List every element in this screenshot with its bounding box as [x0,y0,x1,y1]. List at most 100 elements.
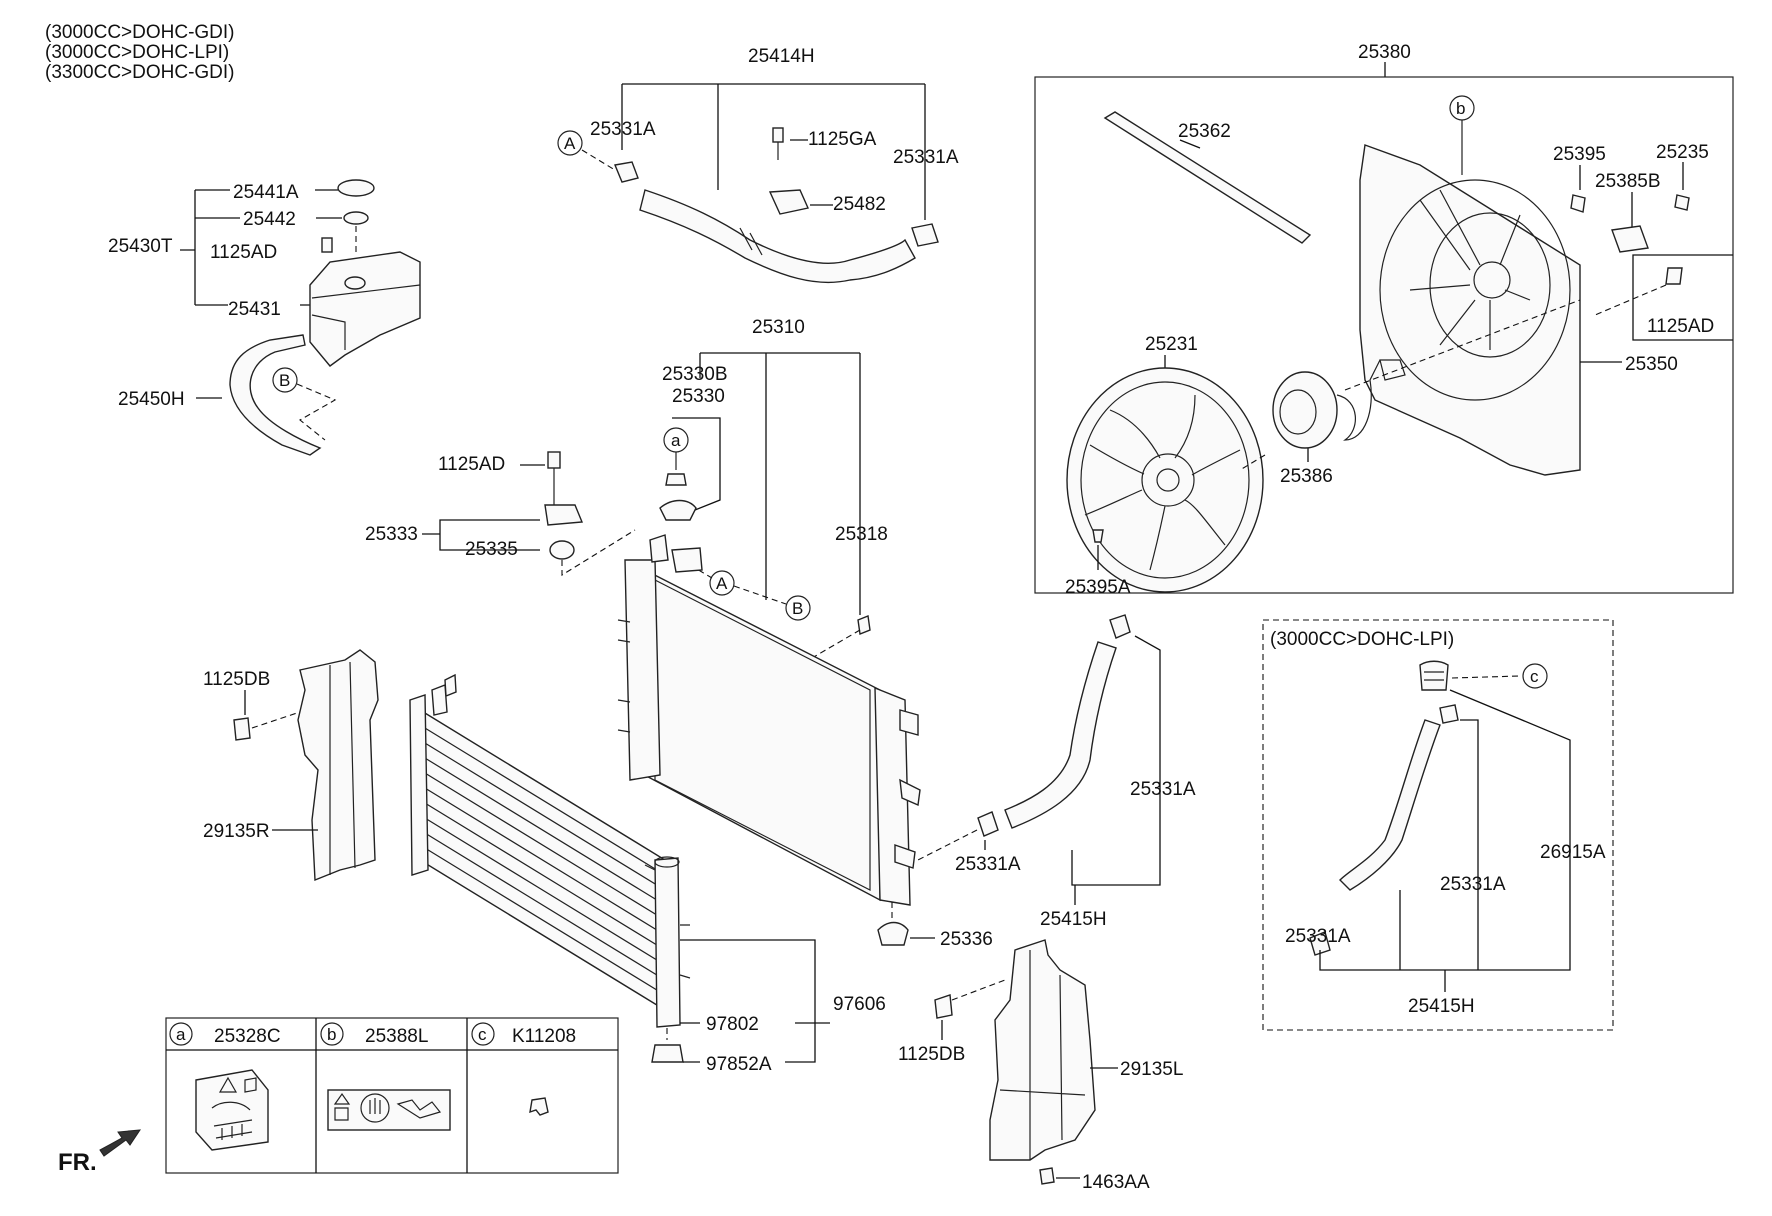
radiator-group: 25310 25330B 25330 a 1125AD 25333 25335 … [365,317,921,906]
legend-table: a 25328C b 25388L c K11208 [165,1017,619,1174]
callout-A-radiator [709,570,735,596]
clamp-lower-bottom [977,811,999,837]
mount-25335 [549,540,575,560]
legend-key-b: b [327,1025,336,1044]
cap-97852A [651,1044,684,1063]
label-97802: 97802 [706,1014,759,1035]
label-25331A-upper-right: 25331A [893,147,959,168]
reservoir-group: 25441A 25442 25430T 1125AD 25431 25450H … [108,179,421,456]
bolt-1125AD-radiator [547,451,561,469]
condenser-left-tank [409,694,429,876]
lpi-box-group: (3000CC>DOHC-LPI) c 26915A 25331A 25331A… [1262,619,1614,1031]
label-25395: 25395 [1553,144,1606,165]
label-25414H: 25414H [748,46,815,67]
callout-c-lpi-text: c [1530,667,1539,686]
bolt-1125GA [772,127,784,143]
lpi-dashed-box [1262,619,1614,1031]
fan-25231 [1066,367,1264,593]
callout-B-reservoir-text: B [279,371,290,390]
callout-B-radiator [785,595,811,621]
fr-label: FR. [58,1149,97,1176]
engine-notes: (3000CC>DOHC-GDI) (3000CC>DOHC-LPI) (330… [45,22,235,83]
bracket-25333 [544,504,584,526]
legend-part-b: 25388L [365,1026,428,1047]
radiator-left-tank [624,559,661,781]
fr-arrow-icon [99,1129,141,1157]
label-25415H-lpi: 25415H [1408,996,1475,1017]
callout-A-upper-text: A [564,134,576,153]
callout-A-radiator-text: A [716,574,728,593]
screw-25395A [1092,529,1104,543]
fan-box [1034,76,1734,594]
engine-note-3: (3300CC>DOHC-GDI) [45,62,235,83]
label-25231: 25231 [1145,334,1198,355]
label-25380: 25380 [1358,42,1411,63]
clamp-lpi-top [1439,704,1459,724]
label-25362: 25362 [1178,121,1231,142]
screw-25395 [1570,194,1586,213]
label-25310: 25310 [752,317,805,338]
clamp-lpi-bottom [1309,931,1331,956]
bolt-1125AD-reservoir [321,237,333,253]
label-25386: 25386 [1280,466,1333,487]
label-25331A-lower-bottom: 25331A [955,854,1021,875]
label-97852A: 97852A [706,1054,772,1075]
callout-b-shroud-text: b [1456,99,1465,118]
bolt-1125AD-shroud [1665,267,1683,285]
reservoir-tank [309,251,421,367]
label-25336: 25336 [940,929,993,950]
label-25450H: 25450H [118,389,185,410]
radiator-cap-25330 [659,499,697,521]
lpi-title: (3000CC>DOHC-LPI) [1270,629,1454,650]
label-1125DB-right: 1125DB [898,1044,965,1065]
label-25331A-lower-top: 25331A [1130,779,1196,800]
lpi-hose [1339,719,1441,891]
clamp-left [614,161,639,183]
upper-hose-group: 25414H 25331A A 1125GA 25482 25331A [557,46,959,284]
legend-part-a: 25328C [214,1026,281,1047]
fan-shroud-group: 25380 25362 b 25395 25235 25385B 1125AD … [1034,42,1734,598]
gasket-25442 [343,211,369,225]
sticker-a-icon [195,1069,269,1151]
adapter-26915A [1419,660,1449,691]
mount-25336 [877,921,909,946]
label-25331A-lpi-bottom: 25331A [1285,926,1351,947]
bracket-25482 [768,189,809,215]
label-29135L: 29135L [1120,1059,1183,1080]
label-25441A: 25441A [233,182,299,203]
cap-25441A [337,179,375,197]
label-25330: 25330 [672,386,725,407]
callout-B-radiator-text: B [792,599,803,618]
air-guard-left-group: 1125DB 29135L 1463AA [898,939,1183,1193]
label-25331A-upper-left: 25331A [590,119,656,140]
condenser-group: 97606 97802 97852A [409,673,886,1075]
air-guard-29135L [989,939,1096,1161]
screw-25235 [1674,194,1690,211]
upper-hose [639,189,916,284]
label-25333: 25333 [365,524,418,545]
radiator-core [634,563,881,902]
callout-A-upper [557,130,583,156]
label-25331A-lpi-top: 25331A [1440,874,1506,895]
lower-hose-group: 25331A 25331A 25415H 25336 [877,614,1196,950]
label-1125GA: 1125GA [808,129,877,150]
lower-hose [1004,641,1117,829]
label-25235: 25235 [1656,142,1709,163]
engine-note-1: (3000CC>DOHC-GDI) [45,22,235,43]
clip-c-icon [529,1097,549,1116]
receiver-dryer-97802 [654,857,681,1028]
legend-part-c: K11208 [512,1026,576,1047]
engine-note-2: (3000CC>DOHC-LPI) [45,42,229,63]
sticker-b-icon [327,1089,451,1131]
shroud-25350 [1359,144,1581,476]
screw-1463AA [1039,1167,1055,1185]
callout-B-reservoir [272,367,298,393]
drain-plug-25318 [857,615,871,635]
label-25350: 25350 [1625,354,1678,375]
air-guard-29135R [297,649,379,882]
front-arrow: FR. [58,1129,141,1176]
label-1125AD-shroud: 1125AD [1647,316,1714,337]
label-25330B: 25330B [662,364,728,385]
legend-key-a: a [176,1025,186,1044]
